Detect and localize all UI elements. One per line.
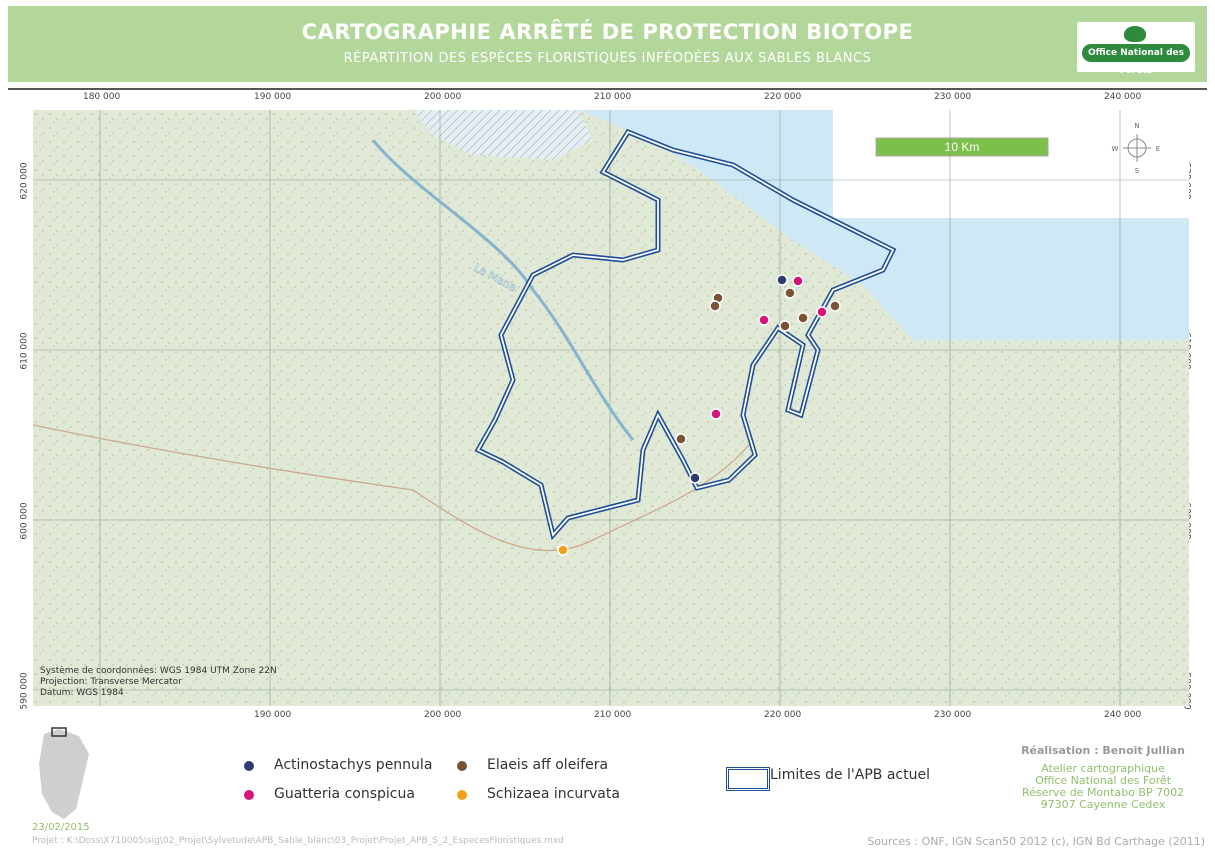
project-path: Projet : K:\Doss\X710005\sig\02_Projet\S… — [32, 836, 564, 846]
map-title: CARTOGRAPHIE ARRÊTÉ DE PROTECTION BIOTOP… — [301, 20, 914, 44]
point-guatteria[interactable] — [792, 275, 804, 287]
point-elaeis[interactable] — [829, 300, 841, 312]
apb-boundary-inner — [476, 130, 895, 537]
point-guatteria[interactable] — [816, 306, 828, 318]
mangrove-area — [413, 110, 593, 160]
datum: Datum: WGS 1984 — [40, 688, 124, 698]
point-elaeis[interactable] — [797, 312, 809, 324]
map-canvas[interactable]: 10 Km N S E W La Mana — [33, 110, 1189, 706]
x-tick-top: 210 000 — [594, 92, 632, 102]
y-tick-left: 620 000 — [19, 162, 30, 200]
sources-note: Sources : ONF, IGN Scan50 2012 (c), IGN … — [867, 835, 1205, 848]
x-tick-top: 240 000 — [1104, 92, 1142, 102]
credit-line: Atelier cartographique — [1041, 762, 1165, 775]
point-actinostachys[interactable] — [776, 274, 788, 286]
credit-line: Office National des Forêt — [1035, 774, 1172, 787]
sea-area — [578, 110, 1189, 340]
compass-s: S — [1135, 167, 1140, 175]
legend-actinostachys: Actinostachys pennula — [274, 757, 433, 773]
coordinate-system: Système de coordonnées: WGS 1984 UTM Zon… — [40, 666, 277, 676]
river-mana — [371, 139, 635, 441]
map-date: 23/02/2015 — [32, 822, 90, 833]
tree-icon — [1124, 26, 1146, 42]
road-line — [33, 424, 754, 552]
point-guatteria[interactable] — [710, 408, 722, 420]
legend-dot-elaeis — [457, 761, 467, 771]
x-tick-top: 190 000 — [254, 92, 292, 102]
x-tick-bottom: 190 000 — [254, 710, 292, 720]
point-elaeis[interactable] — [779, 320, 791, 332]
legend-boundary: Limites de l'APB actuel — [770, 767, 930, 783]
x-tick-top: 180 000 — [83, 92, 121, 102]
legend-dot-schizaea — [457, 790, 467, 800]
french-guiana-locator — [39, 727, 89, 819]
legend-elaeis: Elaeis aff oleifera — [487, 757, 609, 773]
x-tick-top: 200 000 — [424, 92, 462, 102]
y-tick-left: 600 000 — [19, 502, 30, 540]
legend-guatteria: Guatteria conspicua — [274, 786, 415, 802]
map-subtitle: RÉPARTITION DES ESPÈCES FLORISTIQUES INF… — [343, 51, 872, 66]
x-tick-bottom: 230 000 — [934, 710, 972, 720]
point-elaeis[interactable] — [784, 287, 796, 299]
credit-line: Réserve de Montabo BP 7002 — [1021, 786, 1185, 799]
credits-block: Réalisation : Benoit Jullian Atelier car… — [1021, 745, 1185, 811]
y-tick-left: 590 000 — [19, 672, 30, 710]
x-tick-top: 230 000 — [934, 92, 972, 102]
point-guatteria[interactable] — [758, 314, 770, 326]
x-tick-bottom: 240 000 — [1104, 710, 1142, 720]
inset-panel — [833, 110, 1189, 218]
point-actinostachys[interactable] — [689, 472, 701, 484]
map-header: CARTOGRAPHIE ARRÊTÉ DE PROTECTION BIOTOP… — [8, 6, 1207, 82]
coordinate-note: Système de coordonnées: WGS 1984 UTM Zon… — [40, 666, 277, 699]
legend-dot-guatteria — [244, 790, 254, 800]
legend-schizaea: Schizaea incurvata — [487, 786, 620, 802]
compass-e: E — [1156, 145, 1160, 153]
map-frame — [8, 88, 1207, 718]
onf-logo: Office National des Forêts — [1077, 22, 1195, 76]
logo-text: Office National des Forêts — [1082, 44, 1190, 76]
scale-label: 10 Km — [945, 140, 980, 154]
x-tick-bottom: 220 000 — [764, 710, 802, 720]
point-elaeis[interactable] — [709, 300, 721, 312]
x-tick-bottom: 210 000 — [594, 710, 632, 720]
legend-boundary-icon — [726, 767, 770, 791]
author: Réalisation : Benoit Jullian — [1021, 744, 1185, 757]
legend-dot-actinostachys — [244, 761, 254, 771]
compass-n: N — [1134, 122, 1139, 130]
compass-icon: N S E W — [1112, 122, 1161, 175]
x-tick-top: 220 000 — [764, 92, 802, 102]
locator-box — [51, 727, 67, 737]
scale-bar — [875, 137, 1049, 157]
x-tick-bottom: 200 000 — [424, 710, 462, 720]
credit-line: 97307 Cayenne Cedex — [1040, 798, 1166, 811]
y-tick-left: 610 000 — [19, 332, 30, 370]
point-elaeis[interactable] — [675, 433, 687, 445]
point-schizaea[interactable] — [557, 544, 569, 556]
projection: Projection: Transverse Mercator — [40, 677, 182, 687]
species-points — [557, 274, 841, 556]
compass-w: W — [1112, 145, 1119, 153]
